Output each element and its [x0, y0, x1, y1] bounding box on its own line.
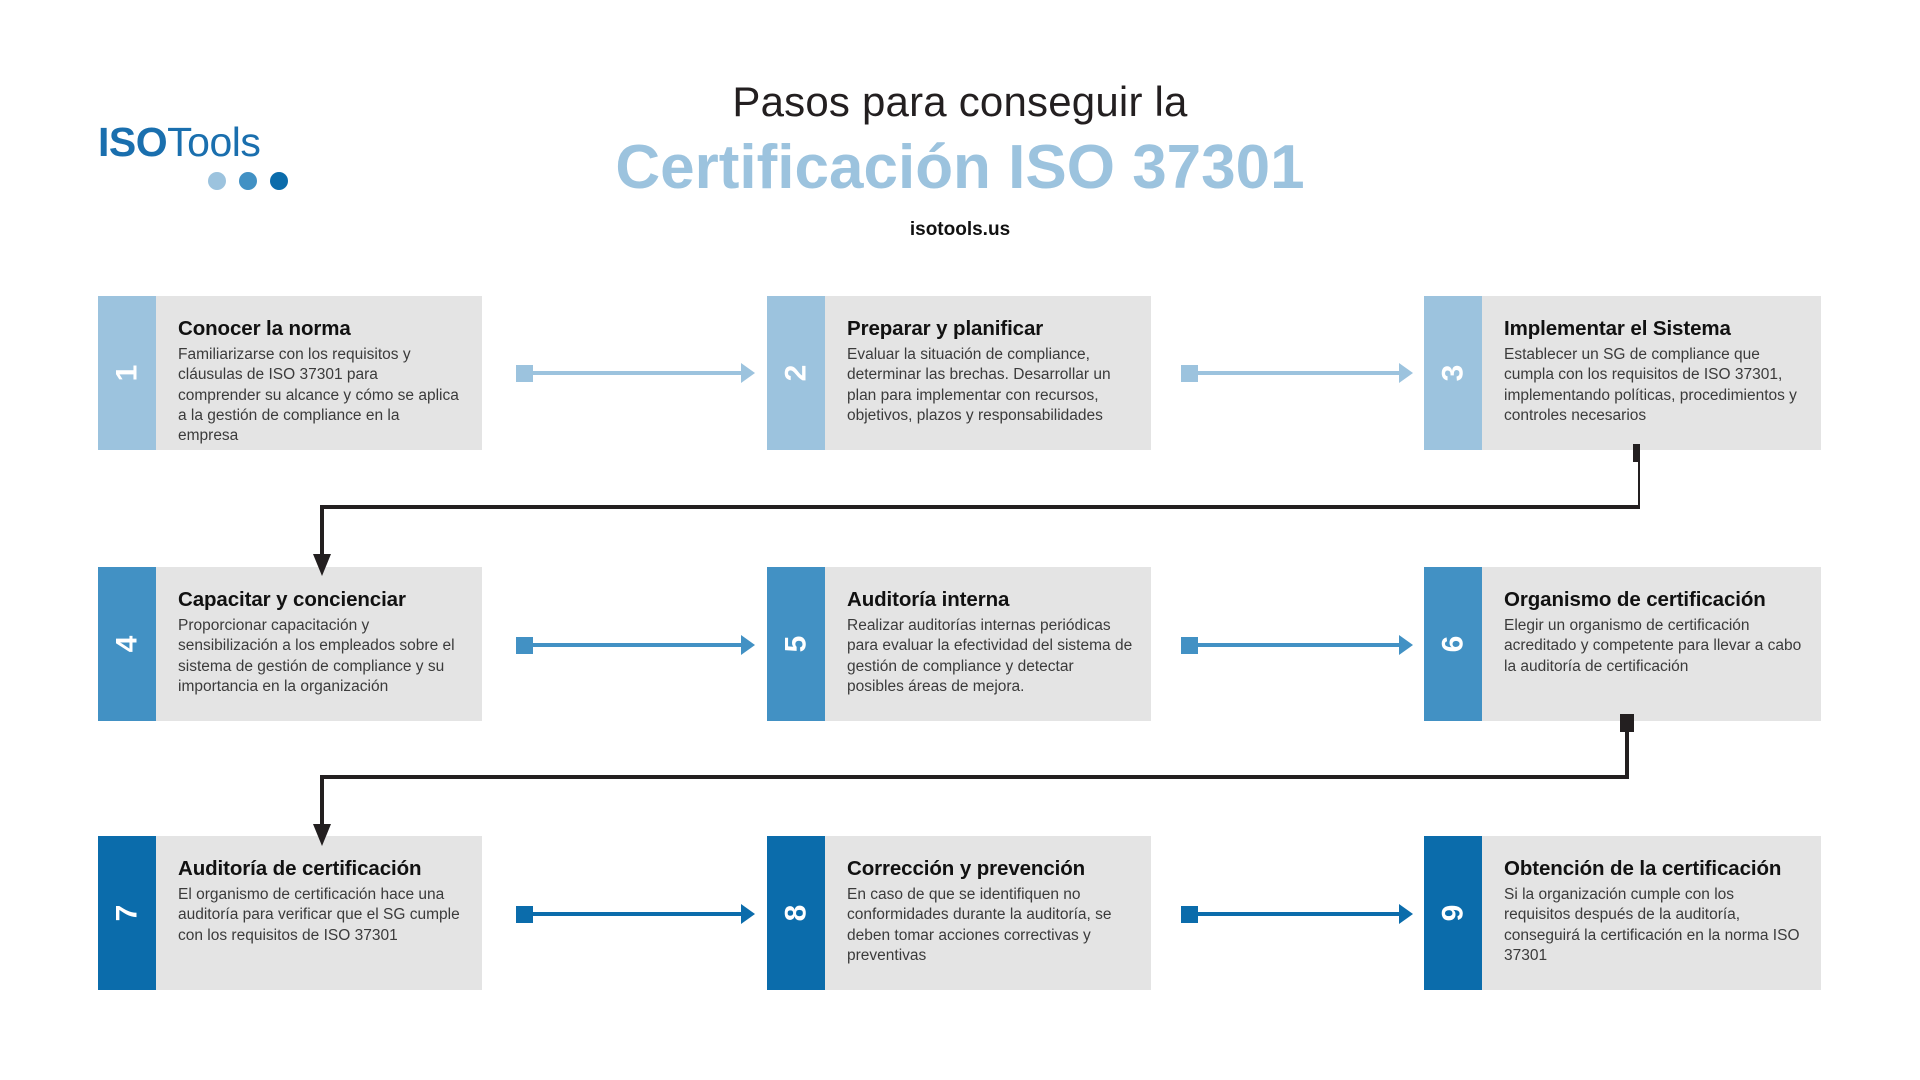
arrow-start-cap-icon — [516, 905, 533, 923]
step-body-8: Corrección y prevención En caso de que s… — [825, 836, 1151, 990]
step-number-tab-4: 4 — [98, 567, 156, 721]
step-body-4: Capacitar y concienciar Proporcionar cap… — [156, 567, 482, 721]
step-body-3: Implementar el Sistema Establecer un SG … — [1482, 296, 1821, 450]
step-body-2: Preparar y planificar Evaluar la situaci… — [825, 296, 1151, 450]
site-url: isotools.us — [909, 219, 1011, 240]
flow-arrow-4-to-5 — [516, 632, 755, 658]
step-title-2: Preparar y planificar — [847, 317, 1044, 340]
step-body-1: Conocer la norma Familiarizarse con los … — [156, 296, 482, 450]
step-body-6: Organismo de certificación Elegir un org… — [1482, 567, 1821, 721]
step-title-1: Conocer la norma — [178, 317, 351, 340]
step-text-4: Proporcionar capacitación y sensibilizac… — [178, 617, 455, 695]
connector-path-6-to-7-icon — [313, 714, 1634, 846]
step-number-5: 5 — [779, 635, 812, 653]
flow-arrow-8-to-9 — [1181, 901, 1413, 927]
step-text-2: Evaluar la situación de compliance, dete… — [847, 346, 1111, 424]
step-number-tab-2: 2 — [767, 296, 825, 450]
arrow-shaft-icon — [1198, 912, 1399, 916]
step-text-5: Realizar auditorías internas periódicas … — [847, 617, 1133, 695]
step-title-3: Implementar el Sistema — [1504, 317, 1731, 340]
arrow-head-icon — [741, 635, 755, 655]
step-number-9: 9 — [1436, 904, 1469, 922]
step-number-tab-1: 1 — [98, 296, 156, 450]
step-title-4: Capacitar y concienciar — [178, 588, 406, 611]
step-text-8: En caso de que se identifiquen no confor… — [847, 886, 1112, 964]
step-card-4[interactable]: 4 Capacitar y concienciar Proporcionar c… — [98, 567, 482, 721]
step-title-8: Corrección y prevención — [847, 857, 1086, 880]
step-number-3: 3 — [1436, 364, 1469, 382]
flow-connector-3-to-4 — [300, 444, 1640, 576]
logo-dot-medium-icon — [239, 172, 257, 190]
step-card-3[interactable]: 3 Implementar el Sistema Establecer un S… — [1424, 296, 1821, 450]
header: Pasos para conseguir la Certificación IS… — [0, 0, 1920, 241]
isotools-logo: ISOTools — [98, 122, 318, 190]
step-card-9[interactable]: 9 Obtención de la certificación Si la or… — [1424, 836, 1821, 990]
flow-arrow-5-to-6 — [1181, 632, 1413, 658]
step-number-tab-3: 3 — [1424, 296, 1482, 450]
step-card-2[interactable]: 2 Preparar y planificar Evaluar la situa… — [767, 296, 1151, 450]
step-number-7: 7 — [110, 904, 143, 922]
logo-wordmark: ISOTools — [98, 122, 318, 163]
logo-tools-text: Tools — [167, 119, 261, 165]
step-number-4: 4 — [110, 635, 143, 653]
step-text-1: Familiarizarse con los requisitos y cláu… — [178, 346, 459, 445]
step-number-8: 8 — [779, 904, 812, 922]
connector-path-3-to-4-icon — [313, 444, 1640, 576]
step-title-6: Organismo de certificación — [1504, 588, 1766, 611]
page-title-line1: Pasos para conseguir la — [732, 78, 1188, 125]
step-body-9: Obtención de la certificación Si la orga… — [1482, 836, 1821, 990]
step-title-5: Auditoría interna — [847, 588, 1010, 611]
arrow-head-icon — [741, 904, 755, 924]
step-text-9: Si la organización cumple con los requis… — [1504, 886, 1800, 964]
arrow-start-cap-icon — [1181, 905, 1198, 923]
flow-connector-6-to-7 — [300, 714, 1640, 846]
step-title-7: Auditoría de certificación — [178, 857, 422, 880]
step-title-9: Obtención de la certificación — [1504, 857, 1782, 880]
flow-arrow-2-to-3 — [1181, 360, 1413, 386]
step-number-tab-8: 8 — [767, 836, 825, 990]
page-title-line2: Certificación ISO 37301 — [615, 133, 1305, 202]
arrow-shaft-icon — [1198, 371, 1399, 375]
logo-iso-text: ISO — [98, 119, 168, 165]
flow-arrow-7-to-8 — [516, 901, 755, 927]
arrow-start-cap-icon — [516, 636, 533, 654]
step-text-6: Elegir un organismo de certificación acr… — [1504, 617, 1802, 675]
step-card-8[interactable]: 8 Corrección y prevención En caso de que… — [767, 836, 1151, 990]
arrow-start-cap-icon — [1181, 364, 1198, 382]
arrow-shaft-icon — [533, 643, 741, 647]
arrow-shaft-icon — [1198, 643, 1399, 647]
logo-dot-light-icon — [208, 172, 226, 190]
arrow-head-icon — [1399, 635, 1413, 655]
arrow-start-cap-icon — [1181, 636, 1198, 654]
arrow-head-icon — [1399, 363, 1413, 383]
logo-dot-dark-icon — [270, 172, 288, 190]
step-card-1[interactable]: 1 Conocer la norma Familiarizarse con lo… — [98, 296, 482, 450]
step-card-7[interactable]: 7 Auditoría de certificación El organism… — [98, 836, 482, 990]
step-card-5[interactable]: 5 Auditoría interna Realizar auditorías … — [767, 567, 1151, 721]
step-number-1: 1 — [110, 364, 143, 382]
logo-dots — [208, 172, 318, 190]
step-number-tab-7: 7 — [98, 836, 156, 990]
step-text-7: El organismo de certificación hace una a… — [178, 886, 460, 944]
step-card-6[interactable]: 6 Organismo de certificación Elegir un o… — [1424, 567, 1821, 721]
step-number-tab-9: 9 — [1424, 836, 1482, 990]
step-number-tab-5: 5 — [767, 567, 825, 721]
step-body-7: Auditoría de certificación El organismo … — [156, 836, 482, 990]
step-text-3: Establecer un SG de compliance que cumpl… — [1504, 346, 1797, 424]
arrow-shaft-icon — [533, 371, 741, 375]
step-number-2: 2 — [779, 364, 812, 382]
flow-arrow-1-to-2 — [516, 360, 755, 386]
step-number-6: 6 — [1436, 635, 1469, 653]
arrow-start-cap-icon — [516, 364, 533, 382]
step-body-5: Auditoría interna Realizar auditorías in… — [825, 567, 1151, 721]
arrow-shaft-icon — [533, 912, 741, 916]
arrow-head-icon — [741, 363, 755, 383]
step-number-tab-6: 6 — [1424, 567, 1482, 721]
arrow-head-icon — [1399, 904, 1413, 924]
